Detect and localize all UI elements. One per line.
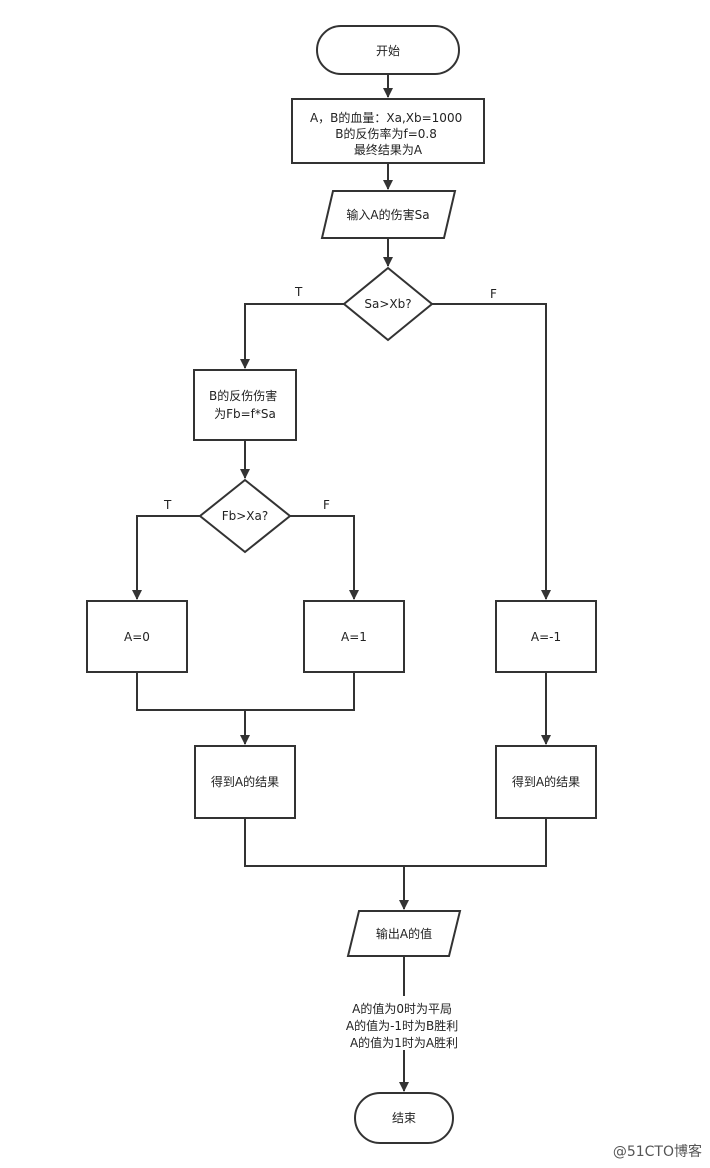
output-note-background: [318, 996, 490, 1050]
cond-sa-diamond: [342, 266, 434, 342]
init-process-box: [291, 98, 485, 164]
result-left-box: [194, 745, 296, 819]
output-parallelogram: [346, 910, 462, 957]
result-left-label: 得到A的结果: [211, 774, 279, 789]
branch-label-sa-false: F: [490, 287, 497, 301]
output-note: A的值为0时为平局 A的值为-1时为B胜利 A的值为1时为A胜利: [346, 1001, 462, 1050]
a-one-box: [303, 600, 405, 673]
branch-label-sa-true: T: [294, 285, 303, 299]
end-label: 结束: [392, 1111, 416, 1125]
annotations: A的值为0时为平局 A的值为-1时为B胜利 A的值为1时为A胜利: [318, 996, 490, 1050]
branch-label-fb-false: F: [323, 498, 330, 512]
a-neg-box: [495, 600, 597, 673]
result-right-box: [495, 745, 597, 819]
a-zero-box: [86, 600, 188, 673]
edge-cond-fb-false: [290, 515, 359, 600]
branch-labels: T F T F: [163, 285, 497, 512]
output-label: 输出A的值: [376, 926, 432, 941]
end-terminal: [354, 1092, 454, 1144]
branch-label-fb-true: T: [163, 498, 172, 512]
a-zero-label: A=0: [124, 630, 150, 644]
edge-cond-sa-true: [240, 303, 344, 369]
edge-a-zero-down: [136, 672, 355, 711]
init-label: A，B的血量：Xa,Xb=1000 B的反伤率为f=0.8 最终结果为A: [310, 110, 466, 157]
edge-results-merge: [244, 818, 547, 867]
result-right-label: 得到A的结果: [512, 774, 580, 789]
node-labels: 开始 A，B的血量：Xa,Xb=1000 B的反伤率为f=0.8 最终结果为A …: [124, 44, 580, 1125]
calc-fb-process-box: [193, 369, 297, 441]
connectors: [132, 74, 551, 1092]
a-neg-label: A=-1: [531, 630, 561, 644]
start-label: 开始: [376, 44, 400, 58]
cond-sa-label: Sa>Xb?: [364, 297, 411, 311]
input-sa-label: 输入A的伤害Sa: [346, 207, 429, 222]
edge-cond-fb-true: [132, 515, 200, 600]
a-one-label: A=1: [341, 630, 367, 644]
edge-cond-sa-false: [432, 303, 551, 600]
cond-fb-diamond: [198, 478, 292, 554]
input-sa-parallelogram: [320, 190, 457, 239]
watermark: @51CTO博客: [613, 1143, 702, 1160]
start-terminal: [316, 25, 460, 75]
shapes: [86, 25, 597, 1144]
cond-fb-label: Fb>Xa?: [222, 509, 269, 523]
calc-fb-label: B的反伤伤害 为Fb=f*Sa: [209, 388, 281, 421]
